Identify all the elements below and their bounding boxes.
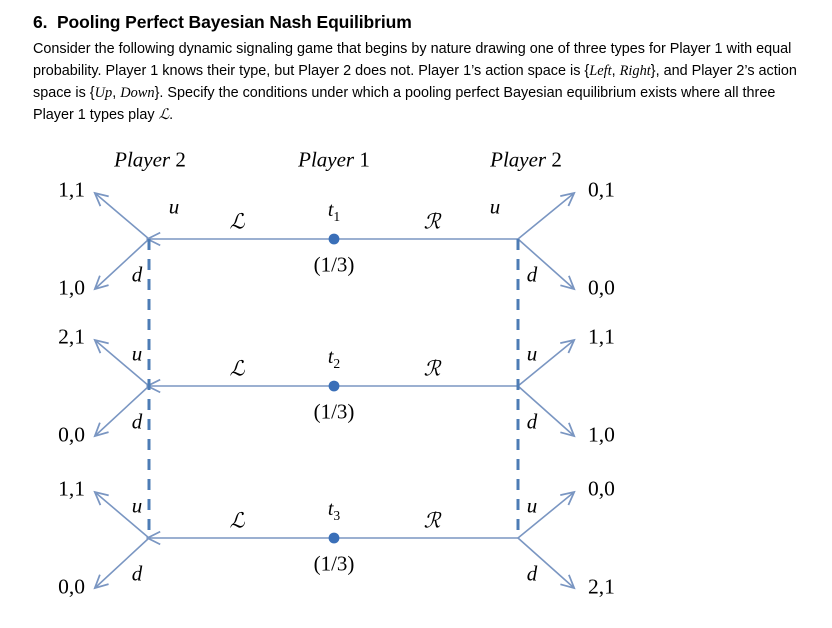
pooling-action-symbol: ℒ [158, 107, 170, 124]
action-label-row-1-right-down: d [526, 262, 538, 287]
type-label-row-2: t2 [328, 347, 340, 371]
edge-right-up-row-1 [517, 194, 573, 240]
row-1-edges [96, 194, 573, 288]
type-letter-row-2: t [327, 346, 334, 369]
probability-row-2: (1/3) [313, 399, 355, 424]
header-right-number: 2 [551, 147, 562, 172]
type-node-dot-row-2 [328, 380, 340, 392]
question-body-part3: }. Specify the conditions under which a … [33, 85, 776, 124]
payoff-row-2-right-up: 1,1 [588, 324, 615, 349]
question-title-text: Pooling Perfect Bayesian Nash Equilibriu… [56, 12, 412, 32]
action-down-term: Down [120, 85, 155, 102]
edge-right-up-row-3 [517, 493, 573, 539]
question-body-part2: }, and Player 2’s action space is { [33, 63, 797, 102]
edge-right-down-row-1 [517, 238, 573, 288]
action-right-term: Right [619, 63, 651, 80]
type-node-dot-row-3 [328, 532, 340, 544]
message-label-row-2-right: ℛ [423, 356, 441, 381]
message-label-row-3-left: ℒ [229, 508, 245, 533]
edge-left-down-row-3 [96, 537, 150, 587]
action-space-separator-2: , [112, 85, 121, 102]
probability-row-1: (1/3) [313, 252, 355, 277]
action-up-term: Up [94, 85, 113, 102]
action-left-term: Left [589, 63, 612, 80]
header-left-number: 2 [175, 147, 186, 172]
question-body-part1: Consider the following dynamic signaling… [33, 40, 792, 80]
action-space-separator-1: , [611, 63, 620, 80]
edge-left-up-row-1 [96, 194, 150, 240]
payoff-row-1-right-up: 0,1 [588, 177, 615, 202]
game-tree-svg [0, 136, 832, 628]
header-player-2-left: Player 2 [114, 147, 186, 172]
type-index-row-2: 2 [333, 356, 341, 372]
probability-row-3: (1/3) [313, 551, 355, 576]
edge-left-up-row-2 [96, 341, 150, 387]
question-body-part4: . [169, 107, 174, 124]
message-label-row-1-left: ℒ [229, 209, 245, 234]
action-label-row-2-right-up: u [526, 341, 538, 366]
edge-right-up-row-2 [517, 341, 573, 387]
header-player-1: Player 1 [298, 147, 370, 172]
type-letter-row-3: t [327, 498, 334, 521]
type-index-row-1: 1 [333, 209, 341, 225]
action-label-row-1-left-up: u [168, 194, 180, 219]
payoff-row-3-left-up: 1,1 [58, 476, 85, 501]
action-label-row-3-right-down: d [526, 561, 538, 586]
signaling-game-diagram: Player 2 Player 1 Player 2 1,1 1,0 0,1 0… [0, 136, 832, 628]
question-number: 6. [33, 12, 48, 32]
edge-right-down-row-3 [517, 537, 573, 587]
type-index-row-3: 3 [333, 508, 341, 524]
payoff-row-1-left-down: 1,0 [58, 275, 85, 300]
header-left-name: Player [114, 147, 171, 172]
type-label-row-3: t3 [328, 499, 340, 523]
type-label-row-1: t1 [328, 200, 340, 224]
payoff-row-1-right-down: 0,0 [588, 275, 615, 300]
header-right-name: Player [490, 147, 547, 172]
message-label-row-2-left: ℒ [229, 356, 245, 381]
payoff-row-3-right-up: 0,0 [588, 476, 615, 501]
type-letter-row-1: t [327, 199, 334, 222]
payoff-row-2-right-down: 1,0 [588, 422, 615, 447]
edge-left-down-row-2 [96, 385, 150, 435]
page-title: 6. Pooling Perfect Bayesian Nash Equilib… [33, 12, 803, 34]
payoff-row-1-left-up: 1,1 [58, 177, 85, 202]
payoff-row-2-left-up: 2,1 [58, 324, 85, 349]
action-label-row-2-left-down: d [131, 409, 143, 434]
question-block: 6. Pooling Perfect Bayesian Nash Equilib… [33, 12, 803, 127]
message-label-row-3-right: ℛ [423, 508, 441, 533]
payoff-row-3-left-down: 0,0 [58, 574, 85, 599]
action-label-row-2-right-down: d [526, 409, 538, 434]
header-mid-name: Player [298, 147, 355, 172]
edge-left-up-row-3 [96, 493, 150, 539]
edge-left-down-row-1 [96, 238, 150, 288]
type-node-dot-row-1 [328, 233, 340, 245]
action-label-row-2-left-up: u [131, 341, 143, 366]
payoff-row-3-right-down: 2,1 [588, 574, 615, 599]
action-label-row-3-left-up: u [131, 493, 143, 518]
edge-right-down-row-2 [517, 385, 573, 435]
header-mid-number: 1 [359, 147, 370, 172]
row-3-edges [96, 493, 573, 587]
row-2-edges [96, 341, 573, 435]
payoff-row-2-left-down: 0,0 [58, 422, 85, 447]
message-label-row-1-right: ℛ [423, 209, 441, 234]
action-label-row-3-left-down: d [131, 561, 143, 586]
question-body: Consider the following dynamic signaling… [33, 38, 803, 127]
header-player-2-right: Player 2 [490, 147, 562, 172]
action-label-row-1-right-up: u [489, 194, 501, 219]
action-label-row-3-right-up: u [526, 493, 538, 518]
action-label-row-1-left-down: d [131, 262, 143, 287]
